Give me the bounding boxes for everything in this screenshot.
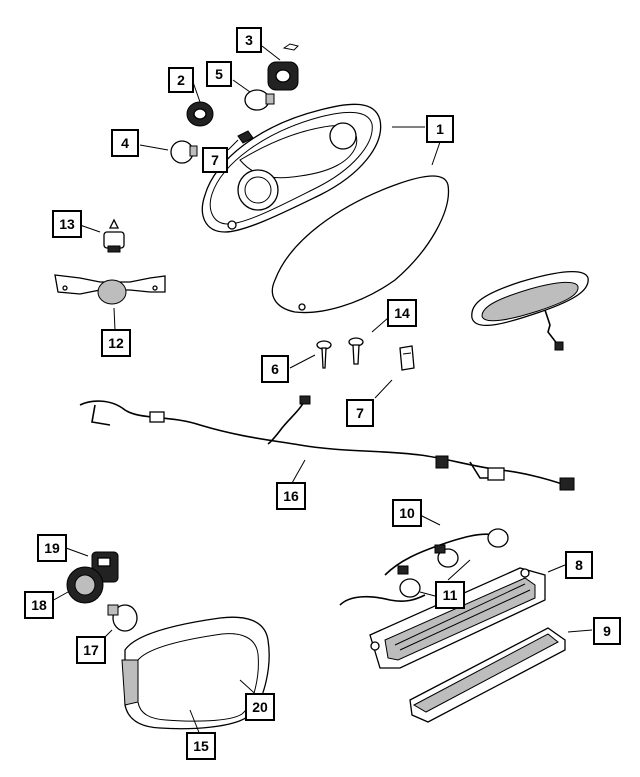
socket-3 (267, 43, 299, 91)
callout-11: 11 (435, 581, 465, 609)
callout-20: 20 (245, 693, 275, 721)
tail-lamp-lens (271, 175, 450, 314)
screw-6 (316, 340, 332, 369)
tail-lamp-housing (201, 103, 382, 233)
callout-3: 3 (236, 27, 262, 53)
bulb-5 (244, 89, 275, 111)
callout-label-14: 14 (394, 305, 410, 321)
callout-17: 17 (76, 636, 106, 664)
callout-label-18: 18 (31, 597, 47, 613)
callout-label-3: 3 (245, 32, 253, 48)
bulb-harness-10 (384, 528, 509, 598)
callout-5: 5 (206, 61, 232, 87)
callout-16: 16 (276, 482, 306, 510)
callout-7: 7 (346, 399, 374, 427)
callout-label-7: 7 (356, 405, 364, 421)
callout-label-10: 10 (399, 505, 415, 521)
callout-7-top: 7 (202, 147, 228, 173)
high-mount-lamp (471, 270, 589, 351)
callout-2: 2 (168, 67, 194, 93)
callout-9: 9 (593, 617, 621, 645)
callout-label-7-top: 7 (211, 152, 219, 168)
callout-label-5: 5 (215, 66, 223, 82)
clip-7 (399, 345, 415, 371)
callout-label-9: 9 (603, 623, 611, 639)
callout-label-4: 4 (121, 135, 129, 151)
callout-label-15: 15 (193, 738, 209, 754)
wire-harness (79, 395, 575, 491)
screw-14 (348, 337, 364, 365)
callout-8: 8 (565, 551, 593, 579)
callout-label-11: 11 (443, 587, 458, 603)
callout-4: 4 (111, 129, 139, 157)
callout-6: 6 (261, 355, 289, 383)
callout-12: 12 (101, 329, 131, 357)
clip-7-top (237, 130, 254, 144)
callout-10: 10 (392, 499, 422, 527)
callout-1: 1 (426, 115, 454, 143)
callout-label-12: 12 (108, 335, 124, 351)
bulb-13 (103, 218, 125, 253)
socket-2 (186, 101, 214, 127)
bulb-17 (107, 604, 138, 632)
callout-label-19: 19 (44, 540, 60, 556)
callout-label-1: 1 (436, 121, 444, 137)
callout-label-2: 2 (177, 72, 185, 88)
callout-label-13: 13 (59, 216, 75, 232)
callout-15: 15 (186, 732, 216, 760)
callout-14: 14 (387, 299, 417, 327)
bulb-4 (170, 140, 198, 164)
callout-label-8: 8 (575, 557, 583, 573)
stop-lamp-assembly (339, 567, 546, 669)
callout-label-17: 17 (83, 642, 99, 658)
callout-13: 13 (52, 210, 82, 238)
callout-19: 19 (37, 534, 67, 562)
lens-9 (409, 627, 566, 723)
lamp-housing-15 (121, 616, 270, 730)
socket-18 (66, 566, 104, 604)
callout-18: 18 (24, 591, 54, 619)
callout-label-20: 20 (252, 699, 268, 715)
bracket-12 (54, 274, 166, 305)
callout-label-16: 16 (283, 488, 299, 504)
callout-label-6: 6 (271, 361, 279, 377)
